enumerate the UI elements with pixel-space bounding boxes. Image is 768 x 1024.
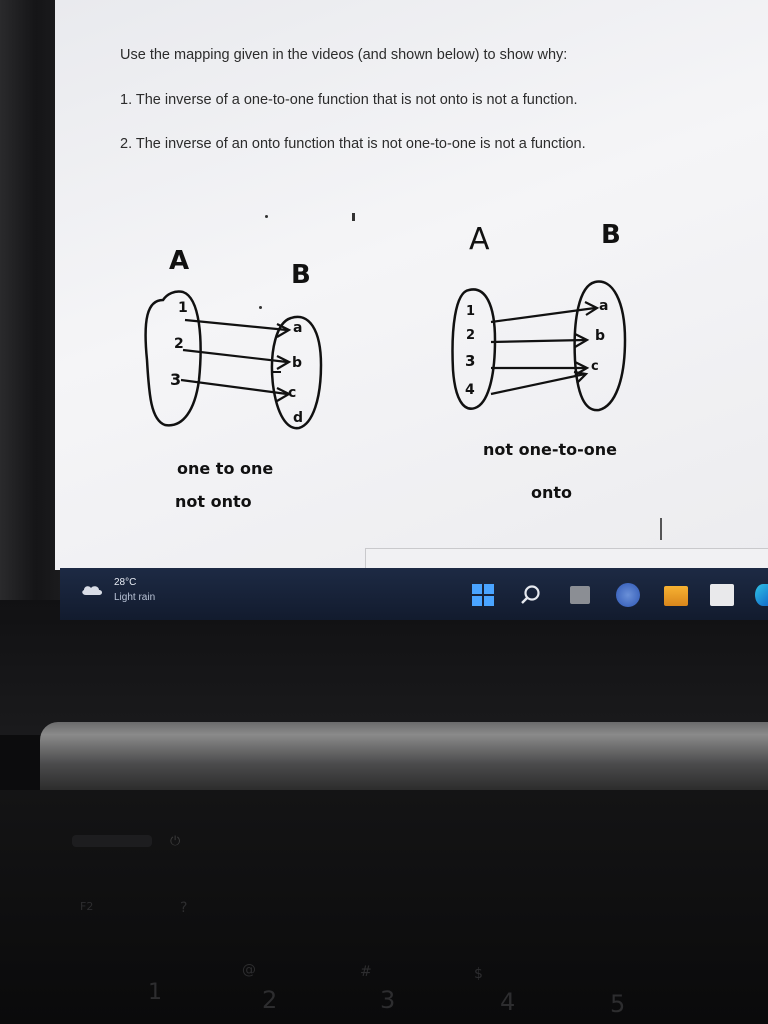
left-set-a-label: A — [169, 246, 190, 276]
microsoft-store-icon[interactable] — [710, 584, 734, 606]
stray-dot — [259, 306, 262, 309]
right-arrow-4-to-c — [490, 372, 586, 396]
edge-icon[interactable] — [755, 584, 768, 606]
stray-dot — [265, 215, 268, 218]
key-label: F2 — [80, 900, 94, 913]
weather-temperature[interactable]: 28°C — [114, 577, 137, 588]
right-arrow-1-to-a — [490, 306, 596, 324]
left-domain-3: 3 — [170, 370, 182, 389]
laptop-hinge — [40, 722, 768, 792]
widgets-icon[interactable] — [616, 583, 640, 607]
instruction-text: Use the mapping given in the videos (and… — [120, 47, 568, 63]
question-1: 1. The inverse of a one-to-one function … — [120, 92, 578, 108]
left-domain-oval — [144, 290, 202, 427]
weather-condition[interactable]: Light rain — [114, 592, 156, 603]
question-2: 2. The inverse of an onto function that … — [120, 136, 586, 152]
document-screen: Use the mapping given in the videos (and… — [55, 0, 768, 570]
right-codomain-b: b — [595, 328, 606, 344]
key-label: ? — [180, 900, 188, 916]
stray-mark — [352, 213, 355, 221]
windows-taskbar: 28°C Light rain — [60, 568, 768, 620]
right-arrow-2-to-b — [490, 338, 586, 344]
right-codomain-a: a — [599, 298, 609, 314]
left-caption-line-2: not onto — [175, 492, 252, 511]
weather-icon[interactable] — [80, 582, 104, 596]
right-caption-line-2: onto — [531, 483, 573, 502]
key-label: 3 — [380, 986, 396, 1014]
right-set-a-label: A — [469, 222, 490, 257]
left-codomain-oval — [270, 315, 323, 430]
left-arrow-3-to-c — [180, 378, 288, 396]
key-label: $ — [474, 966, 483, 982]
right-codomain-c: c — [591, 359, 599, 374]
key-label: # — [360, 964, 372, 980]
left-codomain-d: d — [293, 410, 304, 426]
right-domain-2: 2 — [466, 328, 476, 343]
left-codomain-c: c — [288, 385, 297, 401]
task-view-icon[interactable] — [570, 586, 590, 604]
left-codomain-a: a — [293, 320, 303, 336]
file-explorer-icon[interactable] — [664, 586, 688, 606]
search-icon[interactable] — [520, 584, 542, 606]
right-caption-line-1: not one-to-one — [483, 440, 617, 459]
left-arrow-1-to-a — [184, 318, 288, 332]
key-label: 2 — [262, 986, 278, 1014]
key-label: @ — [242, 962, 256, 978]
power-icon[interactable]: ⏻ — [170, 833, 181, 848]
document-lower-panel — [365, 548, 768, 570]
left-set-b-label: B — [291, 260, 311, 290]
key-label: 1 — [148, 980, 162, 1005]
left-caption-line-1: one to one — [177, 459, 274, 478]
right-codomain-oval — [573, 280, 627, 412]
right-set-b-label: B — [601, 220, 621, 250]
right-domain-1: 1 — [466, 304, 476, 319]
windows-start-icon[interactable] — [472, 584, 494, 606]
left-arrow-2-to-b — [182, 348, 288, 364]
laptop-bezel-bottom — [0, 600, 768, 735]
right-domain-4: 4 — [465, 382, 475, 398]
key-label: 4 — [500, 988, 516, 1016]
left-codomain-b: b — [292, 355, 303, 371]
left-domain-2: 2 — [174, 336, 184, 352]
speaker-grille — [72, 835, 152, 847]
right-domain-oval — [451, 288, 497, 410]
left-mapping-drawing — [144, 280, 662, 540]
key-label: 5 — [610, 990, 626, 1018]
left-domain-1: 1 — [178, 300, 188, 316]
laptop-keyboard: ? 1 2 3 4 5 @ # $ F2 — [0, 790, 768, 1024]
right-domain-3: 3 — [465, 352, 476, 370]
